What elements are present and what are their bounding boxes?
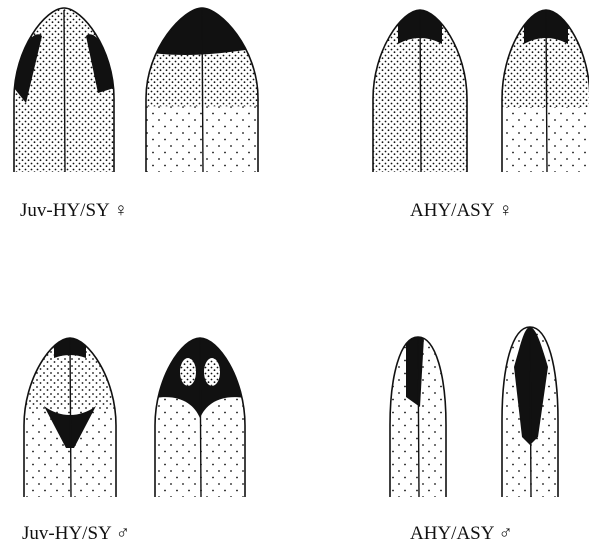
feather-left bbox=[14, 8, 114, 172]
feather-right bbox=[155, 338, 245, 497]
label-ahy-asy-male: AHY/ASY ♂ bbox=[410, 523, 513, 545]
label-ahy-asy-female: AHY/ASY ♀ bbox=[410, 200, 513, 222]
label-juv-hy-sy-female: Juv-HY/SY ♀ bbox=[20, 200, 128, 222]
panel-ahy-asy-female bbox=[373, 10, 589, 172]
feather-left bbox=[390, 337, 446, 497]
label-juv-hy-sy-male: Juv-HY/SY ♂ bbox=[22, 523, 130, 545]
feather-left bbox=[24, 338, 116, 497]
feather-right bbox=[502, 327, 558, 497]
feather-right bbox=[502, 10, 589, 172]
panel-juv-hy-sy-male bbox=[24, 338, 245, 497]
panel-juv-hy-sy-female bbox=[14, 8, 258, 172]
feather-right bbox=[146, 8, 258, 172]
panel-ahy-asy-male bbox=[390, 327, 558, 497]
feather-left bbox=[373, 10, 467, 172]
